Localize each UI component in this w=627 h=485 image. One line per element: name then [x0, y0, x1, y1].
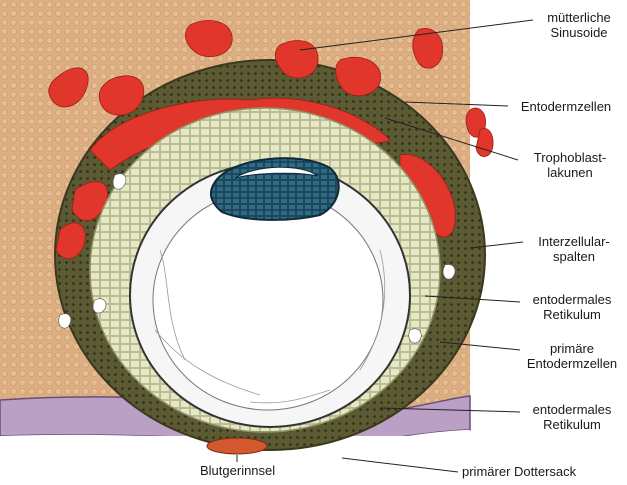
label-blood-clot: Blutgerinnsel — [200, 463, 275, 478]
label-primary-yolk-sac: primärer Dottersack — [462, 464, 576, 479]
label-endodermal-reticulum-1: entodermales Retikulum — [521, 292, 623, 322]
label-maternal-sinusoids: mütterliche Sinusoide — [535, 10, 623, 40]
label-primary-endoderm-cells: primäre Entodermzellen — [518, 341, 626, 371]
blood-clot — [207, 438, 267, 454]
label-intercellular-spaces: Interzellular- spalten — [524, 234, 624, 264]
label-endodermal-reticulum-2: entodermales Retikulum — [521, 402, 623, 432]
label-trophoblast-lacunae: Trophoblast- lakunen — [520, 150, 620, 180]
yolk-sac-lumen — [153, 190, 383, 410]
label-endoderm-cells: Entodermzellen — [510, 99, 622, 114]
